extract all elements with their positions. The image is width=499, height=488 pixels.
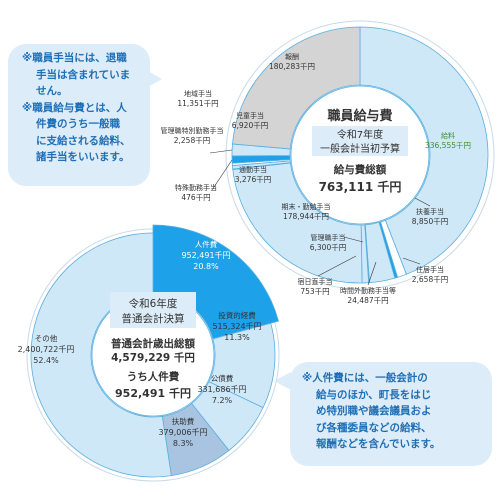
- chart-title: 職員給与費: [327, 108, 392, 124]
- slice-value: 6,300千円: [310, 242, 346, 252]
- slice-value: 753千円: [300, 286, 329, 296]
- note-line: ※人件費には、一般会計の: [302, 372, 428, 384]
- subtitle-box: [312, 126, 408, 156]
- slice-value: 476千円: [181, 192, 210, 202]
- slice-value: 6,920千円: [232, 120, 268, 130]
- sub-value: 952,491 千円: [115, 386, 191, 400]
- slice-percent: 52.4%: [33, 356, 59, 365]
- slice-value: 515,324千円: [212, 321, 261, 331]
- note-line: 報酬などを含んでいます。: [316, 438, 441, 450]
- leader-line: [402, 257, 421, 265]
- sub-label: うち人件費: [127, 370, 180, 383]
- note-line: ※職員手当には、退職: [22, 52, 127, 64]
- leader-line: [343, 236, 364, 243]
- slice-label: 人件費: [195, 239, 218, 249]
- slice-label: 扶養手当: [416, 207, 444, 216]
- slice-percent: 20.8%: [193, 262, 219, 271]
- slice-label: 住居手当: [416, 265, 444, 274]
- chart-subtitle: 普通会計決算: [122, 312, 185, 325]
- slice-value: 3,276千円: [235, 174, 271, 184]
- slice-label: 期末・勤勉手当: [282, 202, 331, 211]
- slice-value: 336,555千円: [425, 140, 471, 150]
- slice-percent: 8.3%: [173, 439, 194, 448]
- slice-label: その他: [35, 333, 58, 343]
- total-label: 給与費総額: [334, 163, 387, 176]
- note-tail: [274, 372, 291, 390]
- slice-value: 11,351千円: [177, 98, 218, 108]
- slice-label: 管理職手当: [311, 233, 346, 242]
- slice-value: 952,491千円: [181, 250, 230, 260]
- slice-value: 180,283千円: [269, 61, 315, 71]
- slice-label: 公債費: [211, 373, 234, 383]
- note-line: に支給される給料、: [36, 134, 131, 147]
- slice-label: 報酬: [285, 52, 299, 61]
- leader-line: [211, 159, 233, 191]
- slice-value: 24,487千円: [347, 295, 388, 305]
- leader-line: [317, 255, 357, 277]
- chart-subtitle: 令和6年度: [129, 297, 178, 310]
- slice-percent: 11.3%: [224, 333, 250, 342]
- slice-value: 2,258千円: [174, 135, 210, 145]
- slice-value: 331,686千円: [197, 384, 246, 394]
- slice-value: 178,944千円: [283, 211, 329, 221]
- note-line: 手当は含まれていま: [36, 68, 131, 81]
- note-staff-allowance: ※職員手当には、退職 手当は含まれていま せん。 ※職員給与費とは、人 件費のう…: [8, 44, 150, 186]
- note-line: 諸手当をいいます。: [36, 151, 130, 163]
- slice-label: 給料: [441, 131, 455, 140]
- note-line: ※職員給与費とは、人: [22, 101, 127, 114]
- total-value: 763,111 千円: [319, 179, 402, 194]
- chart-subtitle: 一般会計当初予算: [320, 142, 400, 155]
- slice-label: 通勤手当: [239, 165, 267, 174]
- slice-value: 379,006千円: [158, 427, 207, 437]
- slice-label: 管理職特別勤務手当: [161, 126, 224, 135]
- total-value: 4,579,229 千円: [111, 351, 195, 364]
- slice-label: 特殊勤務手当: [175, 183, 217, 192]
- slice-label: 児童手当: [236, 111, 264, 120]
- slice-label: 宿日直手当: [298, 277, 333, 286]
- donut-slice: [232, 162, 363, 284]
- slice-percent: 7.2%: [212, 396, 233, 405]
- note-line: せん。: [36, 85, 68, 97]
- total-label: 普通会計歳出総額: [111, 337, 195, 350]
- note-line: び各種委員などの給料、: [316, 421, 432, 434]
- donut-slice: [359, 26, 489, 275]
- slice-value: 2,658千円: [412, 274, 448, 284]
- leader-line: [367, 261, 377, 286]
- note-personnel-cost: ※人件費には、一般会計の 給与のほか、町長をはじ め特別職や議会議員およ び各種…: [290, 362, 492, 466]
- slice-value: 8,850千円: [412, 216, 448, 226]
- note-line: 給与のほか、町長をはじ: [316, 388, 432, 401]
- chart-subtitle: 令和7年度: [337, 128, 383, 141]
- slice-label: 時間外勤務手当等: [340, 286, 396, 295]
- subtitle-box: [110, 292, 196, 328]
- slice-label: 扶助費: [172, 416, 195, 426]
- slice-label: 投資的経費: [218, 310, 256, 320]
- note-line: め特別職や議会議員およ: [316, 405, 432, 417]
- slice-value: 2,400,722千円: [18, 344, 75, 354]
- leader-line: [209, 149, 233, 154]
- leader-line: [414, 197, 431, 207]
- donut-slice: [232, 26, 361, 150]
- note-line: 件費のうち一般職: [36, 118, 120, 130]
- note-tail: [146, 70, 162, 88]
- slice-label: 地域手当: [184, 89, 212, 98]
